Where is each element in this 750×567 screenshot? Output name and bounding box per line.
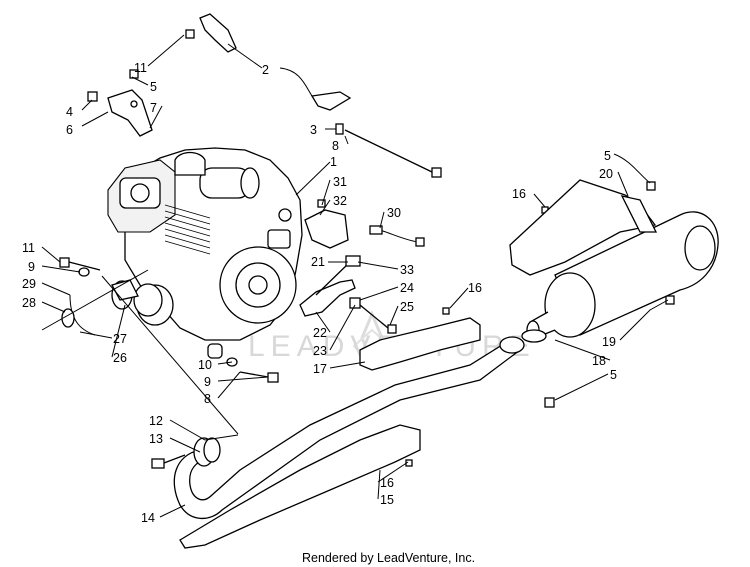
callout-18: 18 xyxy=(592,354,606,368)
callout-31: 31 xyxy=(333,175,347,189)
callout-9-left: 9 xyxy=(28,260,35,274)
part-12-13-exhaust-clamp xyxy=(193,437,221,467)
callout-12: 12 xyxy=(149,414,163,428)
callout-5-bottom: 5 xyxy=(610,368,617,382)
callout-32: 32 xyxy=(333,194,347,208)
callout-29: 29 xyxy=(22,277,36,291)
part-31-32-bracket xyxy=(304,199,349,249)
part-18-muffler-clamp xyxy=(521,329,547,343)
callout-25: 25 xyxy=(400,300,414,314)
callout-19: 19 xyxy=(602,335,616,349)
part-14-exhaust-header-pipe xyxy=(173,336,525,520)
part-2-engine-bracket xyxy=(199,13,352,111)
callout-7: 7 xyxy=(150,101,157,115)
callout-1: 1 xyxy=(330,155,337,169)
part-19-muffler xyxy=(526,211,719,340)
footer-credit: Rendered by LeadVenture, Inc. xyxy=(302,551,475,565)
part-20-muffler-heat-shield xyxy=(509,179,658,276)
callout-33: 33 xyxy=(400,263,414,277)
part-17-upper-heat-shield xyxy=(359,317,481,371)
part-21-22-shift-linkage xyxy=(299,255,397,334)
callout-21: 21 xyxy=(311,255,325,269)
callout-23: 23 xyxy=(313,344,327,358)
callout-13: 13 xyxy=(149,432,163,446)
callout-20: 20 xyxy=(599,167,613,181)
part-30-sensor-harness xyxy=(369,225,425,247)
callout-16-right: 16 xyxy=(512,187,526,201)
leader-lines xyxy=(41,34,669,518)
callout-27: 27 xyxy=(113,332,127,346)
callout-2: 2 xyxy=(262,63,269,77)
callout-26: 26 xyxy=(113,351,127,365)
callout-16-mid: 16 xyxy=(468,281,482,295)
callout-28: 28 xyxy=(22,296,36,310)
callout-11-left: 11 xyxy=(22,241,35,255)
callout-5-right: 5 xyxy=(604,149,611,163)
engine-assembly xyxy=(107,147,303,341)
callout-9-bottom: 9 xyxy=(204,375,211,389)
part-15-lower-heat-shield xyxy=(179,424,421,549)
callout-17: 17 xyxy=(313,362,327,376)
callout-labels: 11 5 4 6 7 2 3 8 1 31 32 30 11 9 29 28 2… xyxy=(22,61,617,525)
callout-14: 14 xyxy=(141,511,155,525)
bolts xyxy=(59,29,675,469)
part-4-6-mount-plate xyxy=(107,89,153,137)
callout-4: 4 xyxy=(66,105,73,119)
callout-8-top: 8 xyxy=(332,139,339,153)
callout-10: 10 xyxy=(198,358,212,372)
callout-6: 6 xyxy=(66,123,73,137)
callout-8-bottom: 8 xyxy=(204,392,211,406)
callout-15: 15 xyxy=(380,493,394,507)
callout-11-top: 11 xyxy=(134,61,147,75)
callout-30: 30 xyxy=(387,206,401,220)
part-26-29-hose-clamps xyxy=(61,279,139,336)
callout-22: 22 xyxy=(313,326,327,340)
callout-24: 24 xyxy=(400,281,414,295)
callout-5-top: 5 xyxy=(150,80,157,94)
callout-3: 3 xyxy=(310,123,317,137)
callout-16-bottom: 16 xyxy=(380,476,394,490)
